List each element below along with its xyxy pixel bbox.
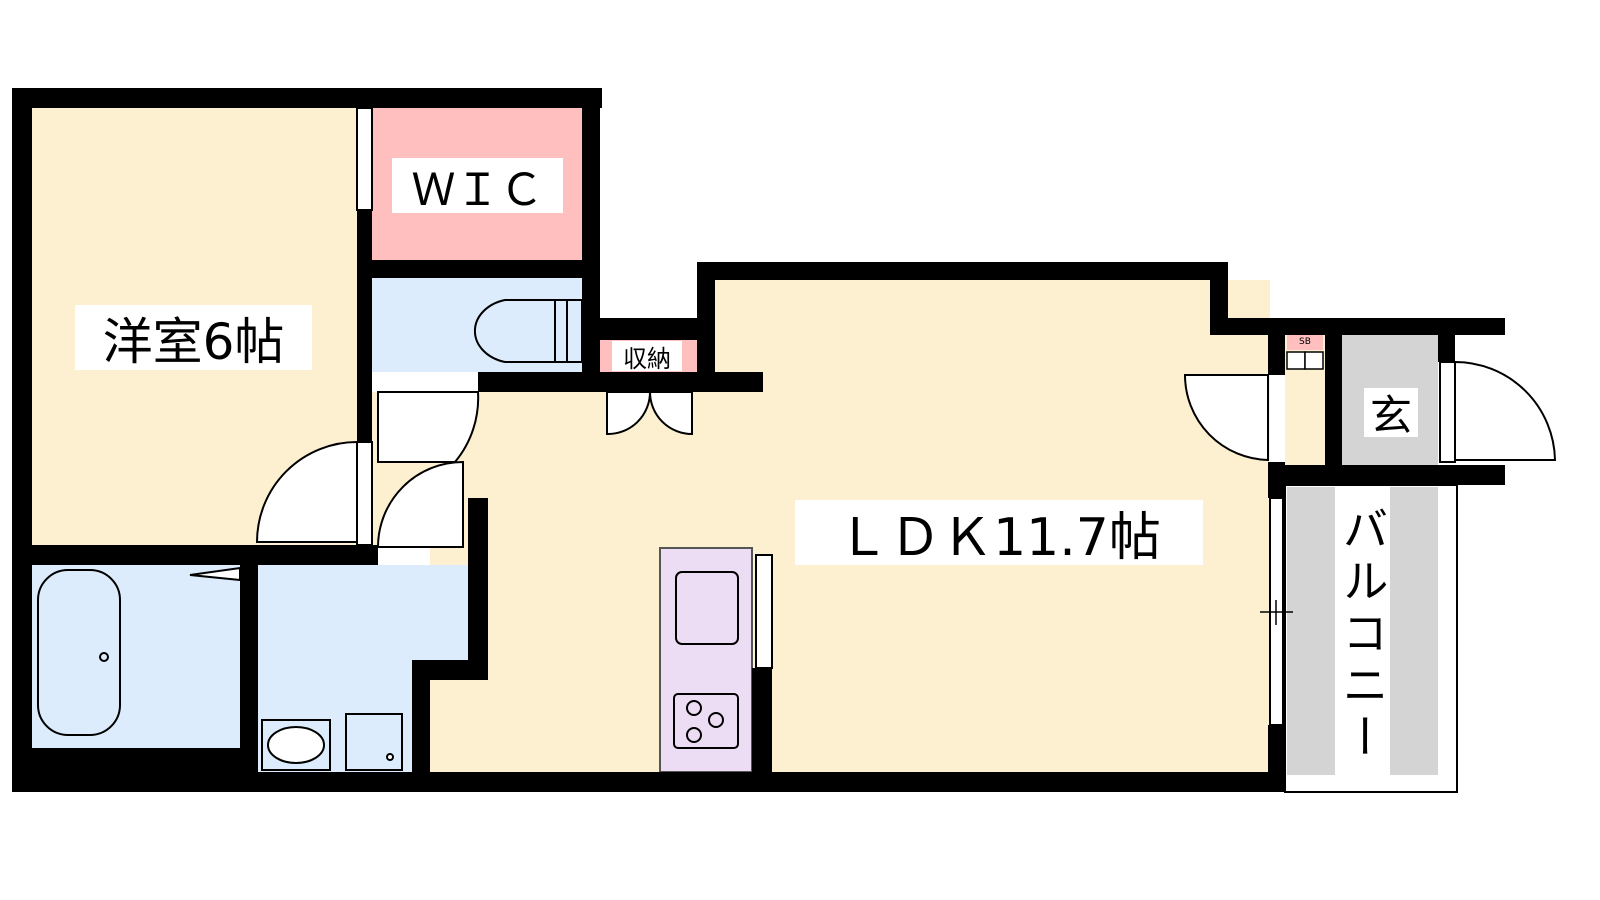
bathtub	[37, 566, 241, 736]
window-mark	[1260, 600, 1293, 625]
balcony-label: バルコニー	[1335, 495, 1390, 775]
sink	[261, 713, 403, 771]
shoebox-tag	[1287, 335, 1323, 350]
toilet-floor	[372, 278, 582, 372]
storage-label: 収納	[612, 341, 682, 373]
shoebox-doors	[1286, 351, 1324, 370]
toilet-fixture	[474, 299, 583, 363]
door-swings	[255, 107, 1557, 726]
shoebox-label: SB	[1299, 337, 1311, 347]
wic-label: ＷＩＣ	[392, 158, 563, 216]
stove	[673, 571, 739, 749]
bath-floor	[32, 565, 240, 748]
entrance-label: 玄	[1364, 388, 1418, 440]
washroom-floor	[258, 565, 470, 660]
walls	[12, 88, 1505, 792]
bedroom-label: 洋室6帖	[75, 305, 312, 371]
ldk-label: ＬＤＫ11.7帖	[795, 500, 1203, 568]
